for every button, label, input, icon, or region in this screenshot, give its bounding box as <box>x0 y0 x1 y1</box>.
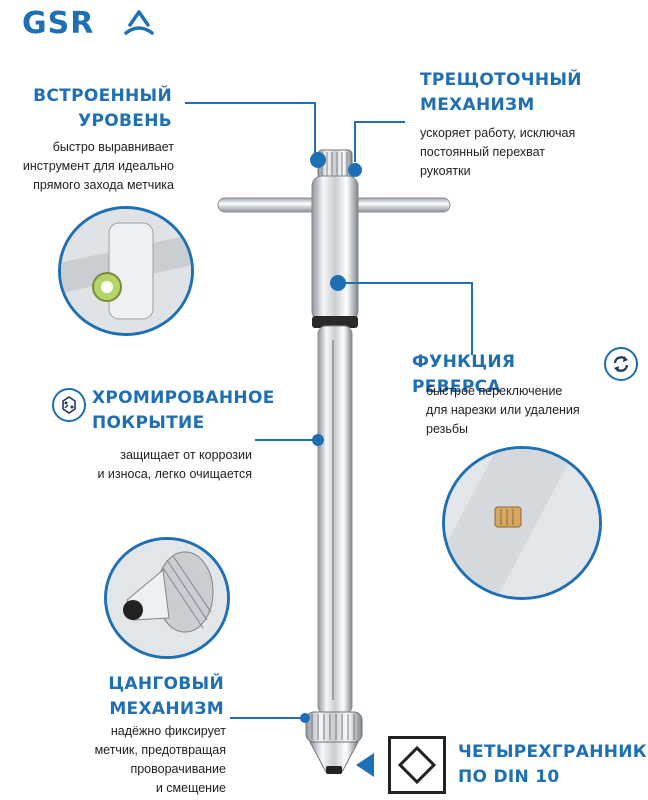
chrome-description: защищает от коррозии и износа, легко очи… <box>97 448 252 481</box>
chrome-coating-icon <box>52 388 86 422</box>
level-title: ВСТРОЕННЫЙ УРОВЕНЬ <box>33 86 172 131</box>
collet-title: ЦАНГОВЫЙ МЕХАНИЗМ <box>108 674 224 719</box>
reverse-title: ФУНКЦИЯ РЕВЕРСА <box>412 352 516 397</box>
brand-mark-icon <box>124 10 154 35</box>
square-drive-icon <box>388 736 446 794</box>
chrome-title: ХРОМИРОВАННОЕ ПОКРЫТИЕ <box>92 388 275 433</box>
reverse-switch-closeup <box>442 446 602 600</box>
brand-logo: GSR <box>22 6 95 41</box>
ratchet-title: ТРЕЩОТОЧНЫЙ МЕХАНИЗМ <box>420 70 582 115</box>
level-description: быстро выравнивает инструмент для идеаль… <box>22 140 174 192</box>
collet-closeup <box>104 537 230 659</box>
reverse-description: быстрое переключение для нарезки или уда… <box>426 384 580 436</box>
level-closeup <box>58 206 194 336</box>
collet-description: надёжно фиксирует метчик, предотвращая п… <box>94 724 226 795</box>
square-title: ЧЕТЫРЕХГРАННИК ПО DIN 10 <box>458 742 647 787</box>
ratchet-description: ускоряет работу, исключая постоянный пер… <box>420 126 576 178</box>
reverse-arrows-icon <box>604 347 638 381</box>
